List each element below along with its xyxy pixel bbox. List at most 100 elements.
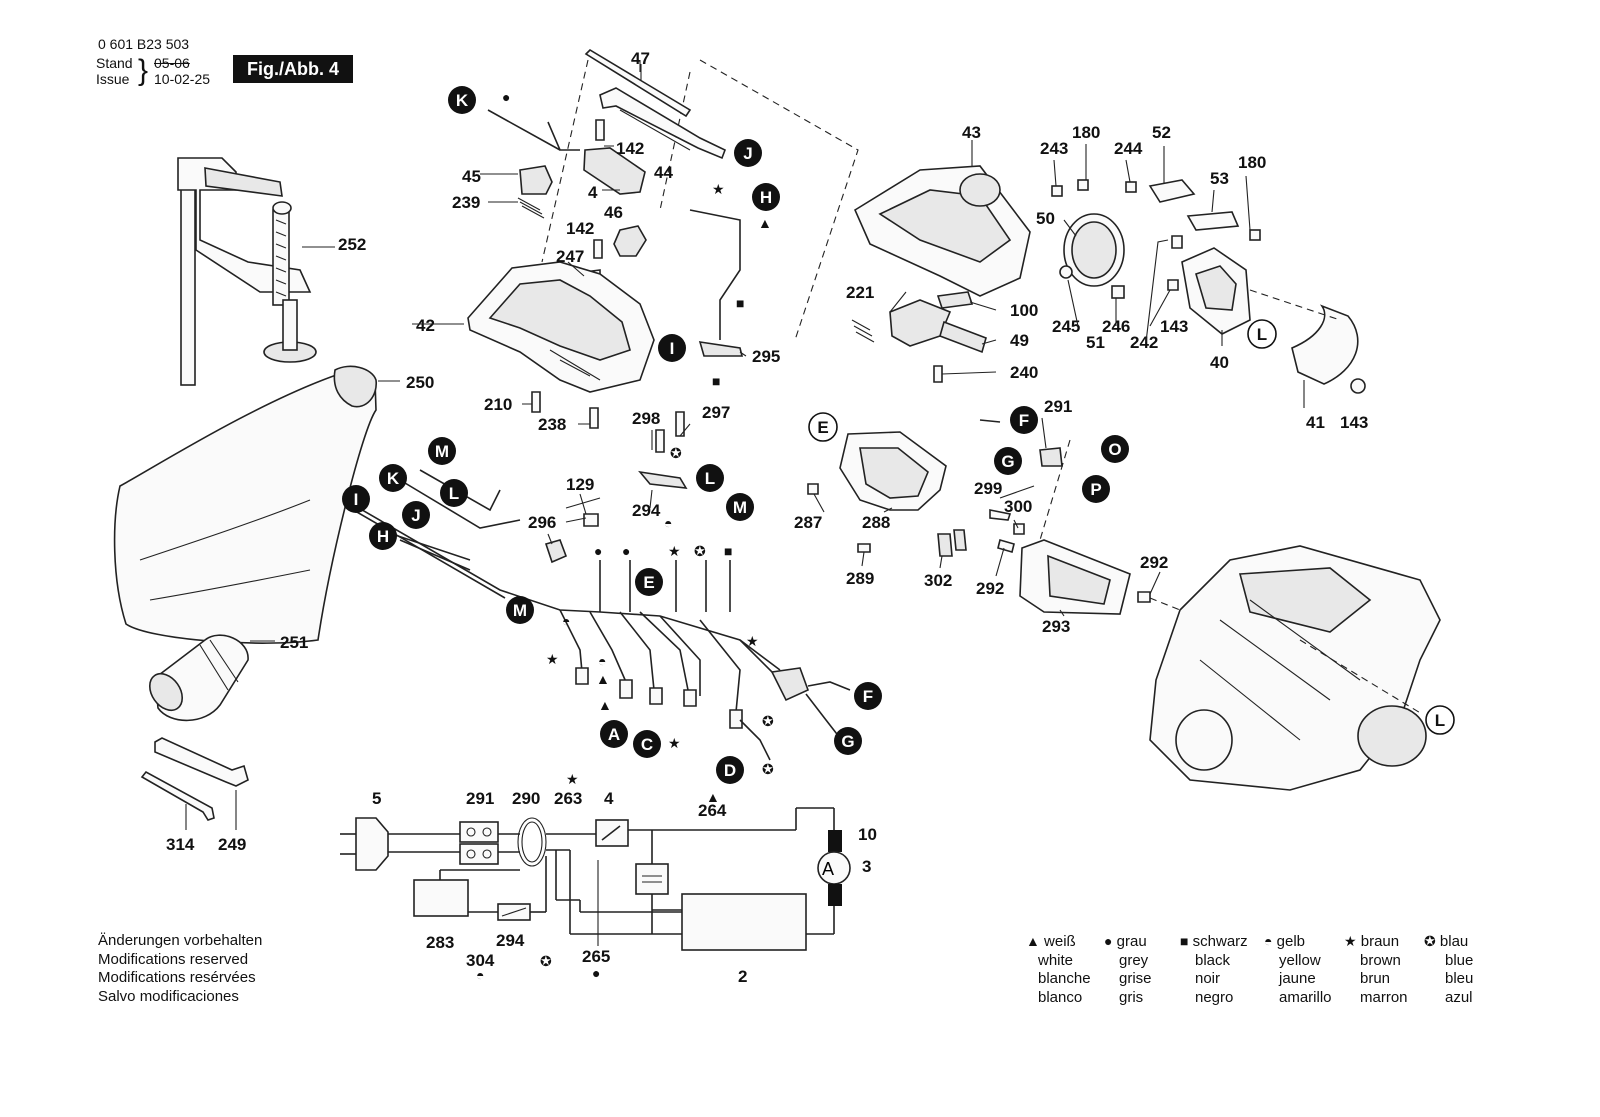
grey-marker: ● [594, 543, 602, 559]
svg-text:J: J [411, 506, 420, 525]
leader-lines [412, 60, 1251, 617]
label-250: 250 [406, 373, 434, 392]
label-292-b: 292 [1140, 553, 1168, 572]
connector-J-top: J [734, 139, 762, 167]
label-295: 295 [752, 347, 780, 366]
motor-cover-assembly [851, 165, 1366, 408]
blue-symbol: ✪ [1424, 933, 1436, 949]
brown-marker: ★ [746, 633, 759, 649]
label-143-b: 143 [1340, 413, 1368, 432]
label-50: 50 [1036, 209, 1055, 228]
black-marker: ■ [712, 373, 720, 389]
legend-black: ■ schwarz black noir negro [1180, 933, 1248, 1006]
svg-text:G: G [1001, 452, 1014, 471]
legend-grey: ● grau grey grise gris [1104, 933, 1152, 1006]
connector-M-harness: M [428, 437, 456, 465]
blue-marker: ✪ [670, 445, 682, 461]
connector-O: O [1101, 435, 1129, 463]
label-143-a: 143 [1160, 317, 1188, 336]
svg-text:O: O [1108, 440, 1121, 459]
label-246: 246 [1102, 317, 1130, 336]
connector-A: A [600, 720, 628, 748]
blue-marker: ✪ [540, 953, 552, 969]
label-302: 302 [924, 571, 952, 590]
label-210: 210 [484, 395, 512, 414]
brown-marker: ★ [566, 771, 579, 787]
black-symbol: ■ [1180, 933, 1189, 949]
document-number: 0 601 B23 503 [98, 36, 190, 52]
svg-text:K: K [387, 469, 400, 488]
legend-blue: ✪ blau blue bleu azul [1424, 933, 1474, 1006]
switch-housing [807, 419, 1181, 615]
yellow-marker: ◓ [562, 613, 570, 629]
svg-text:G: G [841, 732, 854, 751]
connector-F-harness: F [854, 682, 882, 710]
grey-marker: ● [502, 89, 510, 105]
note-fr: Modifications resérvées [98, 969, 256, 986]
label-51: 51 [1086, 333, 1105, 352]
connector-E-open: E [808, 412, 838, 442]
schematic-label-294: 294 [496, 931, 525, 950]
brace: } [138, 54, 149, 87]
label-100: 100 [1010, 301, 1038, 320]
label-243: 243 [1040, 139, 1068, 158]
svg-text:L: L [449, 484, 459, 503]
svg-text:E: E [817, 418, 828, 437]
schematic-label-291: 291 [466, 789, 494, 808]
label-240: 240 [1010, 363, 1038, 382]
label-244: 244 [1114, 139, 1143, 158]
label-297: 297 [702, 403, 730, 422]
connector-L-harness: L [440, 479, 468, 507]
schematic-label-283: 283 [426, 933, 454, 952]
label-294: 294 [632, 501, 661, 520]
label-287: 287 [794, 513, 822, 532]
legend-white: ▲ weiß white blanche blanco [1026, 933, 1091, 1006]
wire-color-markers: ● ★ ▲ ■ ■ ✪ ◓ ● ● ★ ✪ ■ ◓ ★ ◓ ▲ ▲ ★ ★ ✪ … [476, 89, 774, 983]
connector-P: P [1082, 475, 1110, 503]
blue-marker: ✪ [694, 543, 706, 559]
saw-arm-housing [1149, 545, 1441, 791]
label-247: 247 [556, 247, 584, 266]
label-142-a: 142 [616, 139, 644, 158]
connector-K-top: K [448, 86, 476, 114]
label-46: 46 [604, 203, 623, 222]
label-43: 43 [962, 123, 981, 142]
label-296: 296 [528, 513, 556, 532]
connector-markers: K J H I L M M K L I J H E M F G A C D F … [342, 86, 1455, 784]
white-symbol: ▲ [1026, 933, 1040, 949]
yellow-symbol: ◓ [1264, 933, 1273, 949]
connector-D: D [716, 756, 744, 784]
dust-bag [113, 365, 377, 644]
brown-marker: ★ [712, 181, 725, 197]
svg-text:M: M [733, 498, 747, 517]
svg-text:A: A [608, 725, 620, 744]
schematic-label-2: 2 [738, 967, 747, 986]
blue-marker: ✪ [762, 713, 774, 729]
svg-text:H: H [377, 527, 389, 546]
blue-marker: ✪ [762, 761, 774, 777]
connector-L-open-bottom: L [1425, 705, 1455, 735]
svg-text:K: K [456, 91, 469, 110]
connector-K-harness: K [379, 464, 407, 492]
label-44: 44 [654, 163, 673, 182]
white-marker: ▲ [598, 697, 612, 713]
yellow-marker: ◓ [664, 515, 672, 531]
connector-J-harness: J [402, 501, 430, 529]
issue-date: 10-02-25 [154, 71, 211, 87]
note-en: Modifications reserved [98, 950, 249, 968]
schematic-label-263: 263 [554, 789, 582, 808]
connector-F-right: F [1010, 406, 1038, 434]
label-221: 221 [846, 283, 874, 302]
dust-adapter [148, 634, 249, 722]
svg-text:E: E [643, 573, 654, 592]
yellow-marker: ◓ [598, 653, 606, 669]
brown-marker: ★ [668, 543, 681, 559]
brown-marker: ★ [546, 651, 559, 667]
connector-L-open-top: L [1247, 319, 1277, 349]
connector-M-mid: M [726, 493, 754, 521]
schematic-label-4: 4 [604, 789, 614, 808]
grey-symbol: ● [1104, 933, 1113, 949]
label-292-a: 292 [976, 579, 1004, 598]
